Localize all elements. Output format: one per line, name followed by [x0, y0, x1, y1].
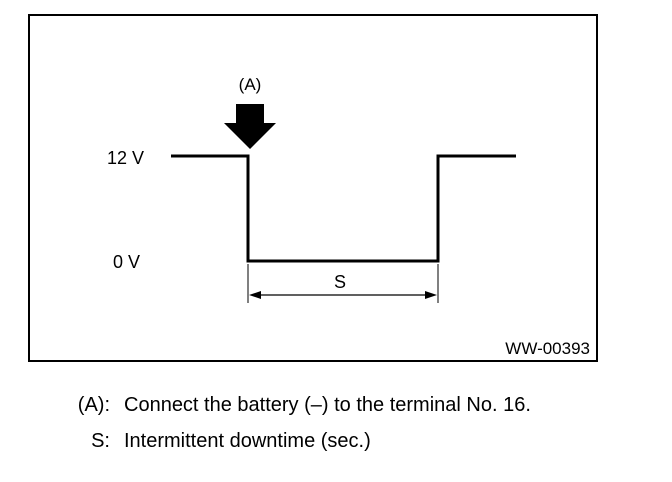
- figure-code: WW-00393: [505, 339, 590, 358]
- dimension-arrowhead-right: [425, 291, 437, 299]
- arrow-label: (A): [239, 75, 262, 94]
- dimension-arrowhead-left: [249, 291, 261, 299]
- legend-key-a: (A):: [77, 394, 110, 416]
- voltage-high-label: 12 V: [107, 148, 144, 168]
- diagram-frame: [28, 14, 598, 362]
- legend-key-s: S:: [91, 430, 110, 452]
- voltage-waveform: [171, 154, 516, 263]
- voltage-low-label: 0 V: [113, 252, 140, 272]
- legend-row-s: S: Intermittent downtime (sec.): [0, 429, 672, 453]
- legend-row-a: (A): Connect the battery (–) to the term…: [0, 393, 672, 417]
- interval-label: S: [334, 272, 346, 292]
- legend-text-s: Intermittent downtime (sec.): [124, 430, 371, 452]
- legend-text-a: Connect the battery (–) to the terminal …: [124, 394, 531, 416]
- connect-arrow-icon: [224, 104, 276, 149]
